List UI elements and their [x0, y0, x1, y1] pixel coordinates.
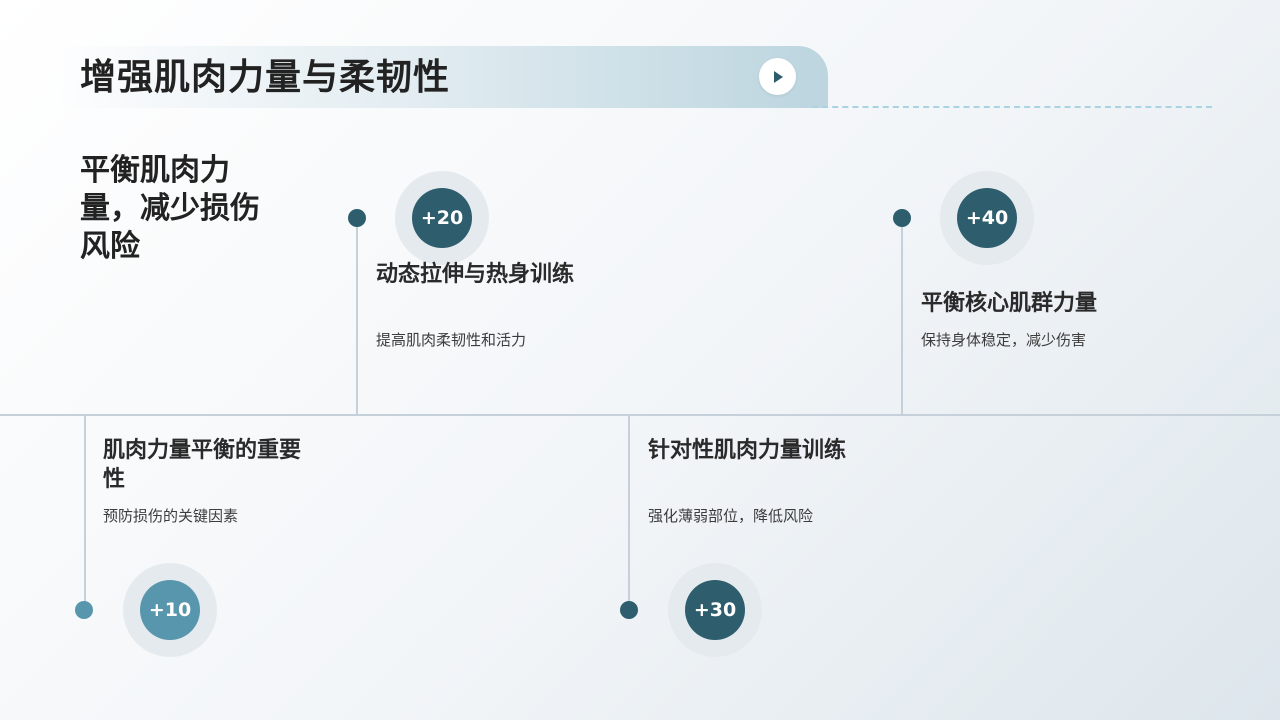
dashed-divider [812, 106, 1212, 108]
timeline-dot-4 [893, 209, 911, 227]
step-desc-2: 提高肌肉柔韧性和活力 [376, 331, 527, 349]
play-button[interactable] [759, 58, 796, 95]
connector-line-3 [628, 416, 630, 610]
connector-line-1 [84, 416, 86, 610]
timeline-dot-2 [348, 209, 366, 227]
connector-line-4 [901, 218, 903, 414]
step-title-4: 平衡核心肌群力量 [921, 291, 1098, 316]
play-icon [773, 70, 783, 83]
step-badge-3: +30 [685, 580, 745, 640]
badge-halo-1: +10 [123, 563, 217, 657]
step-badge-1: +10 [140, 580, 200, 640]
step-desc-1: 预防损伤的关键因素 [103, 507, 239, 525]
timeline-axis [0, 414, 1280, 416]
page-title: 增强肌肉力量与柔韧性 [80, 57, 451, 98]
step-title-1: 肌肉力量平衡的重要性 [103, 438, 302, 492]
step-badge-4: +40 [957, 188, 1017, 248]
timeline-dot-1 [75, 601, 93, 619]
side-heading: 平衡肌肉力量，减少损伤风险 [80, 153, 260, 264]
title-band [58, 46, 828, 108]
badge-halo-2: +20 [395, 171, 489, 265]
badge-halo-4: +40 [940, 171, 1034, 265]
step-title-2: 动态拉伸与热身训练 [376, 262, 575, 287]
connector-line-2 [356, 218, 358, 414]
timeline-dot-3 [620, 601, 638, 619]
badge-halo-3: +30 [668, 563, 762, 657]
step-title-3: 针对性肌肉力量训练 [648, 438, 847, 463]
step-desc-4: 保持身体稳定，减少伤害 [921, 331, 1087, 349]
step-desc-3: 强化薄弱部位，降低风险 [648, 507, 814, 525]
step-badge-2: +20 [412, 188, 472, 248]
